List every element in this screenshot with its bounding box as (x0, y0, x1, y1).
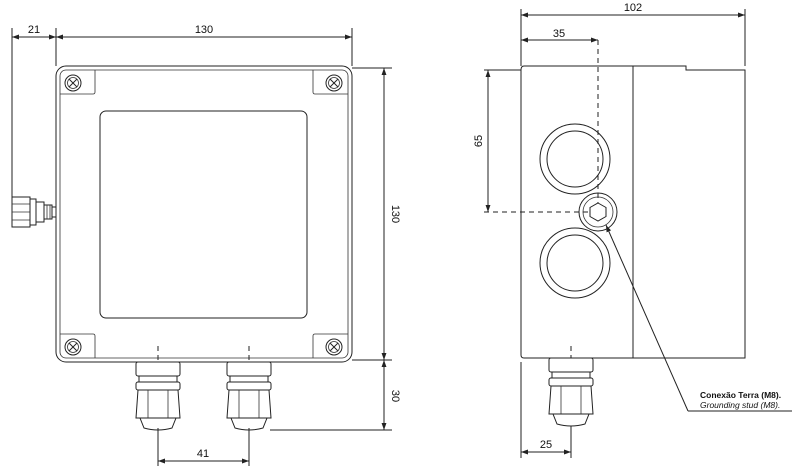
front-view: 21 130 130 30 41 (11, 24, 401, 466)
corner-screw-bottom-left (60, 333, 96, 358)
cable-gland-left (135, 346, 181, 431)
dim-side-ground-x-label: 35 (553, 28, 565, 40)
enclosure-lid-edge (59, 69, 349, 359)
dim-front-height: 130 (352, 67, 401, 361)
grounding-leader-line (605, 224, 689, 412)
dim-gland-spacing: 41 (157, 428, 250, 466)
corner-screw-top-left (60, 70, 96, 95)
side-knockout-top (539, 123, 611, 195)
dim-gland-spacing-label: 41 (197, 448, 209, 460)
dim-front-left-offset: 21 (11, 24, 57, 197)
dim-side-gland-offset: 25 (520, 362, 572, 458)
dim-front-height-label: 130 (389, 205, 401, 223)
side-view: 102 35 65 25 Conexão Terra (M8). Groundi… (473, 2, 792, 458)
grounding-callout: Conexão Terra (M8). Grounding stud (M8). (605, 224, 792, 412)
side-connector (11, 196, 57, 228)
dim-gland-length: 30 (270, 360, 401, 431)
dim-front-width-label: 130 (195, 24, 213, 36)
grounding-callout-subtitle: Grounding stud (M8). (700, 400, 780, 410)
dim-front-left-offset-label: 21 (28, 24, 40, 36)
dim-gland-length-label: 30 (389, 390, 401, 402)
dim-side-ground-y-label: 65 (473, 135, 485, 147)
side-knockout-bottom (539, 227, 611, 299)
dim-side-depth: 102 (520, 2, 746, 66)
dim-side-ground-y: 65 (473, 69, 521, 212)
dim-side-gland-offset-label: 25 (540, 439, 552, 451)
side-cable-gland (548, 346, 594, 427)
cable-gland-right (226, 346, 272, 431)
grounding-callout-title: Conexão Terra (M8). (700, 390, 781, 400)
corner-screw-bottom-right (312, 333, 348, 358)
dim-side-ground-x: 35 (521, 28, 598, 43)
front-window (99, 110, 308, 319)
dim-front-width: 130 (56, 24, 353, 66)
corner-screw-top-right (312, 70, 348, 95)
dim-side-depth-label: 102 (624, 2, 642, 14)
